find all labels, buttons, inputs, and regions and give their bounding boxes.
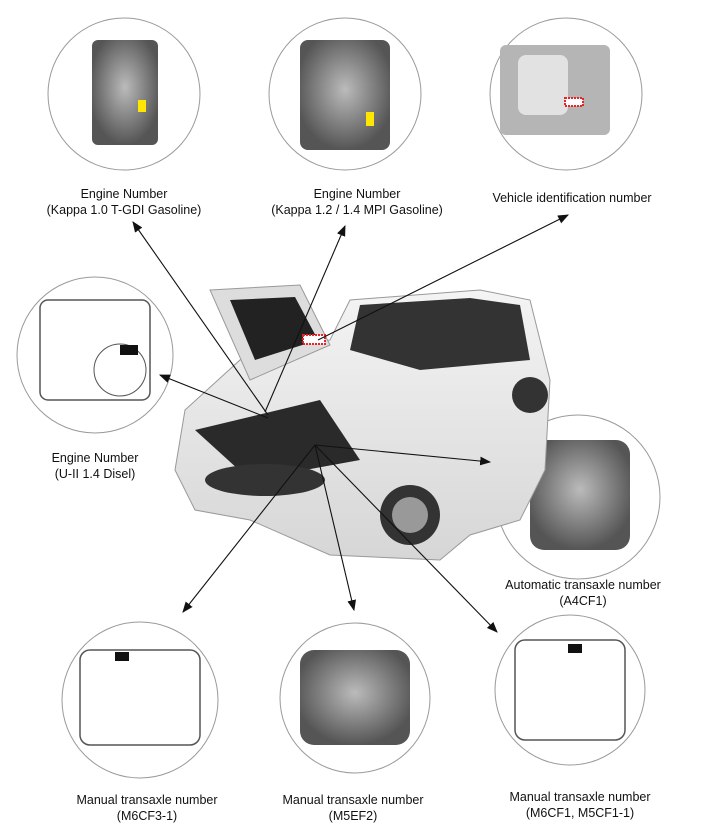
number-location-marker [120, 345, 138, 355]
arrow-m6cf1 [314, 444, 498, 633]
vin-location-marker [302, 334, 326, 345]
car-image [174, 284, 551, 561]
windows [350, 298, 530, 370]
label-m6cf1: Manual transaxle number (M6CF1, M5CF1-1) [509, 789, 650, 821]
callout-circle-m6cf1 [494, 614, 646, 766]
callout-circle-vin [489, 17, 643, 171]
label-m6cf3: Manual transaxle number (M6CF3-1) [76, 792, 217, 824]
label-title: Manual transaxle number [76, 793, 218, 807]
number-location-marker [115, 652, 129, 661]
label-title: Engine Number [80, 187, 168, 201]
callout-circle-m5ef2 [279, 622, 431, 774]
label-subtitle: (M5EF2) [328, 809, 378, 823]
callout-circle-m6cf3 [61, 621, 219, 779]
grille [205, 464, 325, 496]
label-subtitle: (M6CF3-1) [116, 809, 178, 823]
arrow-m6cf3 [182, 444, 316, 613]
engine-image [300, 40, 390, 150]
pointer-arrows [132, 214, 569, 633]
callout-circle-u2 [16, 276, 174, 434]
label-subtitle: (M6CF1, M5CF1-1) [525, 806, 635, 820]
label-kappa10: Engine Number (Kappa 1.0 T-GDI Gasoline) [47, 186, 202, 218]
label-title: Engine Number [51, 451, 139, 465]
label-title: Manual transaxle number [282, 793, 424, 807]
callout-circle-kappa10 [47, 17, 201, 171]
label-subtitle: (A4CF1) [559, 594, 607, 608]
engine-line-drawing [39, 299, 151, 401]
label-title: Manual transaxle number [509, 790, 651, 804]
label-subtitle: (Kappa 1.2 / 1.4 MPI Gasoline) [271, 203, 443, 217]
label-vin: Vehicle identification number [492, 190, 651, 206]
label-title: Engine Number [313, 187, 401, 201]
arrow-a4cf1 [314, 444, 492, 466]
arrow-kappa10 [132, 221, 269, 416]
number-location-marker [366, 112, 374, 126]
arrow-kappa12 [264, 224, 346, 413]
transaxle-image [530, 440, 630, 550]
label-kappa12: Engine Number (Kappa 1.2 / 1.4 MPI Gasol… [271, 186, 443, 218]
label-m5ef2: Manual transaxle number (M5EF2) [282, 792, 423, 824]
number-location-marker [568, 644, 582, 653]
arrow-m5ef2 [314, 444, 357, 612]
transaxle-line-drawing [79, 649, 201, 746]
label-title: Vehicle identification number [492, 191, 652, 205]
arrow-vin [317, 214, 569, 341]
arrow-u2 [158, 374, 269, 419]
transaxle-line-drawing [514, 639, 626, 741]
rear-wheel [512, 377, 548, 413]
label-u2: Engine Number (U-II 1.4 Disel) [52, 450, 139, 482]
callout-circle-kappa12 [268, 17, 422, 171]
label-title: Automatic transaxle number [505, 578, 661, 592]
number-location-marker [138, 100, 146, 112]
transaxle-image [300, 650, 410, 745]
number-location-marker [564, 97, 584, 107]
label-a4cf1: Automatic transaxle number (A4CF1) [505, 577, 661, 609]
label-subtitle: (U-II 1.4 Disel) [54, 467, 136, 481]
label-subtitle: (Kappa 1.0 T-GDI Gasoline) [46, 203, 202, 217]
engine-image [92, 40, 158, 145]
